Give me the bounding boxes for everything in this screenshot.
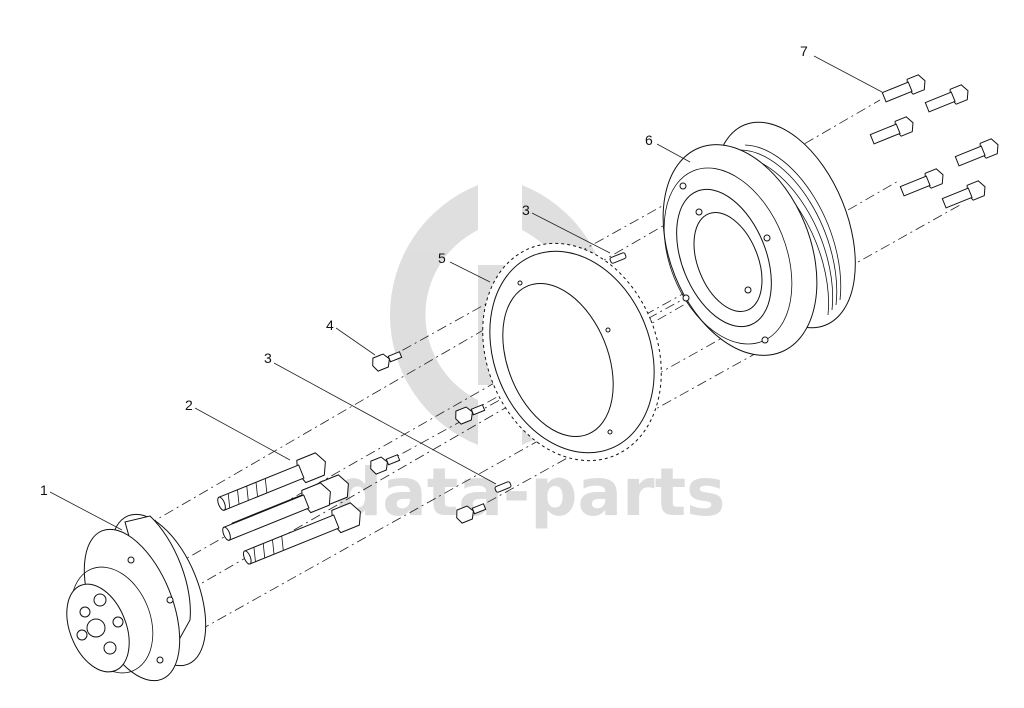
leader-line-4 xyxy=(335,327,376,356)
callout-6: 6 xyxy=(645,132,653,148)
long-bolts-part xyxy=(217,452,361,565)
leader-lines xyxy=(49,55,883,531)
callout-3: 3 xyxy=(522,202,530,218)
small-bolts-part xyxy=(370,351,487,524)
leader-line-6 xyxy=(656,143,691,163)
tone-wheel-part xyxy=(482,242,662,462)
hub-part xyxy=(66,513,207,682)
callout-7: 7 xyxy=(800,43,808,59)
callout-3: 3 xyxy=(264,350,272,366)
leader-line-1 xyxy=(49,491,123,531)
callout-5: 5 xyxy=(438,250,446,266)
leader-line-3a xyxy=(531,212,611,254)
leader-line-5 xyxy=(449,261,491,283)
leader-line-2 xyxy=(194,407,291,461)
pulley-damper-part xyxy=(662,121,856,356)
dowel-pins-part xyxy=(494,252,627,493)
axis-line xyxy=(469,339,781,513)
watermark-text: data-parts xyxy=(335,454,725,531)
callouts: 1 2 3 3 4 5 6 7 xyxy=(40,43,808,498)
leader-line-7 xyxy=(813,55,883,93)
leader-line-3b xyxy=(273,362,497,485)
callout-2: 2 xyxy=(185,397,193,413)
callout-4: 4 xyxy=(326,317,334,333)
flange-bolts-part xyxy=(869,74,999,209)
callout-1: 1 xyxy=(40,482,48,498)
